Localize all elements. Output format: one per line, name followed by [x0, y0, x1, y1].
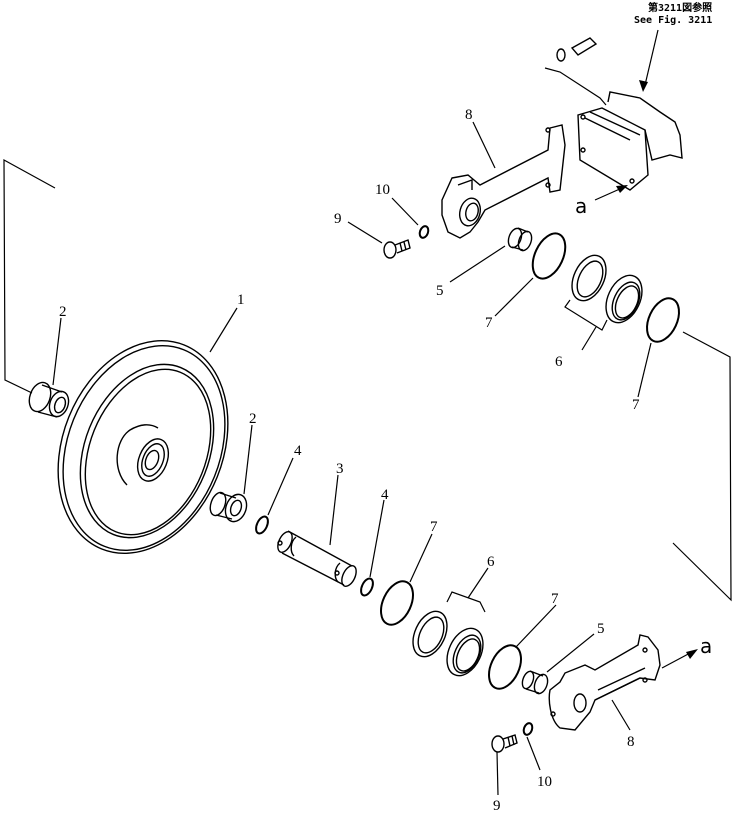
callout-8-lower: 8 — [627, 734, 635, 750]
o-ring-small-right-part — [360, 577, 374, 597]
callout-10-lower: 10 — [537, 774, 552, 790]
mount-leader — [544, 67, 607, 106]
sleeve-lower-part — [521, 670, 549, 695]
callout-5-lower: 5 — [597, 621, 605, 637]
shaft-part — [277, 530, 357, 587]
callout-2-right: 2 — [249, 411, 257, 427]
callout-8-upper: 8 — [465, 107, 473, 123]
callout-3: 3 — [336, 461, 344, 477]
callout-7-upper-right: 7 — [632, 397, 640, 413]
callout-5-upper: 5 — [436, 283, 444, 299]
o-ring-large-upper-part — [531, 232, 567, 280]
support-bracket-lower-part — [548, 634, 661, 731]
mount-bolt-part — [556, 37, 598, 62]
leader-lines — [52, 121, 652, 796]
arrow-a-lower — [661, 649, 698, 669]
arrow-label-a-lower: a — [700, 634, 713, 658]
callout-6-upper: 6 — [555, 354, 563, 370]
bushing-right-part — [209, 491, 248, 523]
callout-9-upper: 9 — [334, 211, 342, 227]
washer-upper-part — [418, 225, 430, 239]
sleeve-upper-part — [507, 227, 533, 252]
arrow-label-a-upper: a — [575, 194, 588, 218]
reference-en-text: See Fig. 3211 — [634, 15, 713, 26]
floating-seal-lower-part — [412, 610, 484, 677]
callout-7-upper-left: 7 — [485, 315, 493, 331]
callout-7-lower-right: 7 — [551, 591, 559, 607]
callout-2-left: 2 — [59, 304, 67, 320]
washer-lower-part — [522, 722, 534, 736]
support-bracket-upper-part — [441, 124, 566, 239]
callout-7-lower-left: 7 — [430, 519, 438, 535]
o-ring-large-upper-right-part — [646, 297, 680, 343]
frame-mount-part — [577, 91, 683, 191]
bolt-upper-part — [383, 239, 411, 259]
o-ring-small-left-part — [255, 515, 269, 535]
callout-10-upper: 10 — [375, 182, 390, 198]
floating-seal-upper-part — [571, 254, 643, 324]
bushing-left-part — [28, 381, 70, 418]
callout-1: 1 — [237, 292, 245, 308]
bolt-lower-part — [491, 734, 518, 753]
arrow-a-upper — [594, 185, 628, 201]
reference-arrow — [639, 29, 659, 92]
idler-wheel-part — [57, 339, 229, 555]
o-ring-large-lower-right-part — [488, 644, 522, 690]
callout-6-lower: 6 — [487, 554, 495, 570]
left-group-bracket — [3, 158, 56, 394]
o-ring-large-lower-part — [380, 580, 414, 626]
reference-jp-text: 第3211図参照 — [648, 3, 713, 14]
callout-4-right: 4 — [381, 487, 389, 503]
right-group-bracket — [672, 331, 732, 602]
callout-9-lower: 9 — [493, 798, 501, 814]
callout-4-left: 4 — [294, 443, 302, 459]
